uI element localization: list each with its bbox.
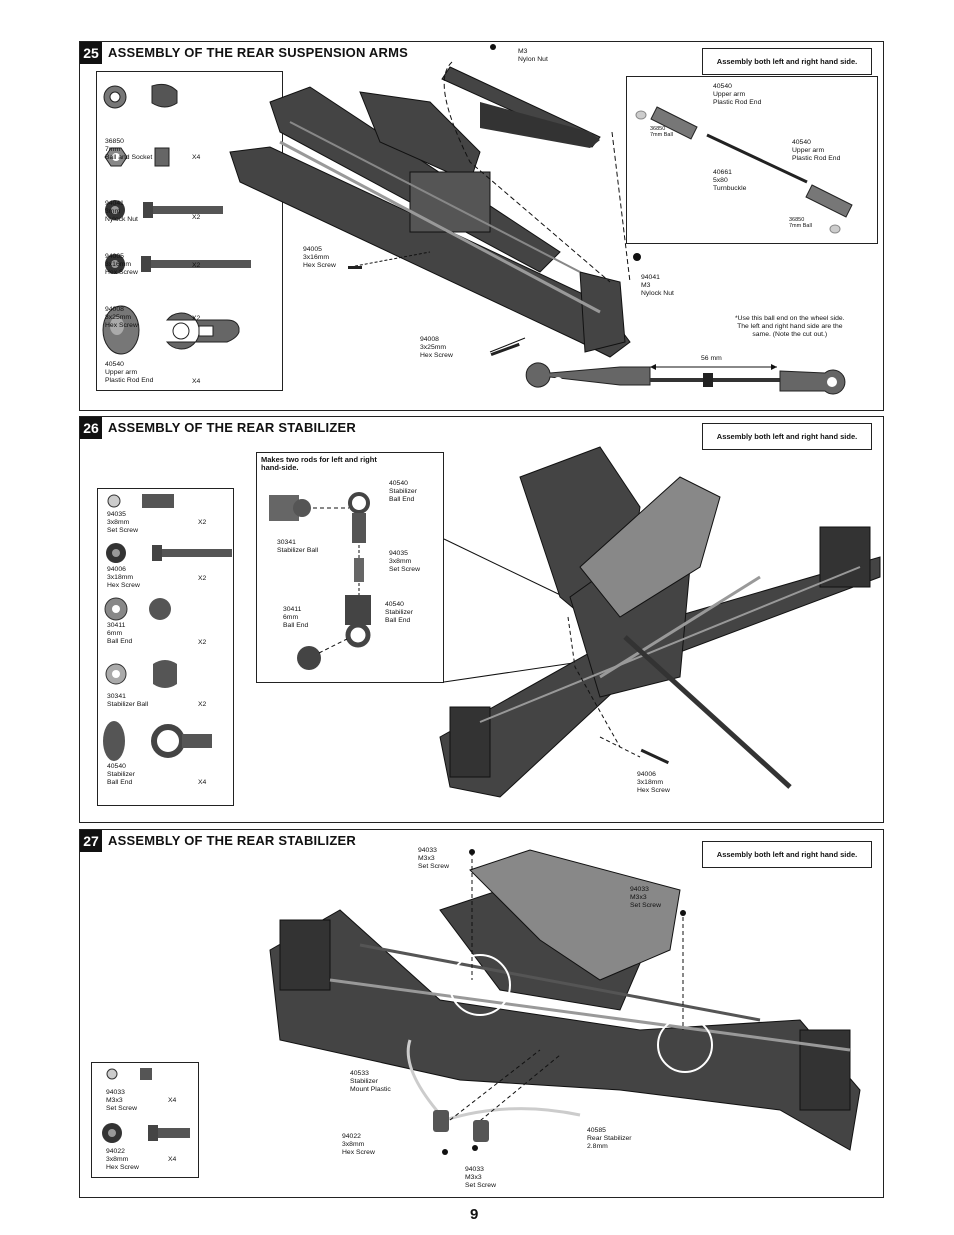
callout-stabilizer-ball: 30341 Stabilizer Ball (277, 539, 319, 554)
part-label: 30341 Stabilizer Ball (107, 693, 149, 708)
part-qty: X2 (198, 639, 207, 646)
part-label: 94022 3x8mm Hex Screw (106, 1148, 139, 1171)
step-number: 25 (80, 42, 102, 64)
parts-list: 36850 7mm Ball and Socket X4 94041 3mm N… (96, 71, 283, 391)
hex-screw-25-icon (105, 254, 251, 274)
parts-list: 94033 M3x3 Set Screw X4 94022 3x8mm Hex … (91, 1062, 199, 1178)
rear-arm-assembly-drawing (229, 44, 846, 395)
step-27-panel: 27 ASSEMBLY OF THE REAR STABILIZER Assem… (79, 829, 884, 1198)
step-26-panel: 26 ASSEMBLY OF THE REAR STABILIZER Assem… (79, 416, 884, 823)
stabilizer-mount-drawing (269, 849, 861, 1155)
stabilizer-mount-icon (433, 1110, 489, 1142)
part-label: 94005 3x16mm Hex Screw (105, 253, 138, 276)
step-number: 26 (80, 417, 102, 439)
callout-set-screw-right: 94033 M3x3 Set Screw (630, 886, 661, 909)
hex-screw-icon (640, 748, 670, 765)
hex-screw-icon (490, 342, 520, 357)
upper-arm-rod-end-icon (102, 305, 240, 355)
step-number: 27 (80, 830, 102, 852)
hex-screw-icon (348, 266, 362, 269)
assembly-note: Assembly both left and right hand side. (702, 423, 872, 450)
part-qty: X4 (192, 378, 201, 385)
callout-nylock: 94041 M3 Nylock Nut (641, 274, 674, 297)
ball-socket-icon (103, 83, 178, 109)
hex-screw-16-icon (105, 200, 223, 220)
assembly-note: Assembly both left and right hand side. (702, 841, 872, 868)
upper-link-rod (441, 66, 601, 148)
callout-set-screw-top: 94033 M3x3 Set Screw (418, 847, 449, 870)
part-qty: X4 (168, 1156, 177, 1163)
rod-end-right-icon (779, 369, 846, 395)
step-25-panel: 25 ASSEMBLY OF THE REAR SUSPENSION ARMS … (79, 41, 884, 411)
part-qty: X4 (198, 779, 207, 786)
part-qty: X2 (192, 315, 201, 322)
callout-set-screw: 94035 3x8mm Set Screw (389, 550, 420, 573)
callout-upper-arm: 40540 Upper arm Plastic Rod End (792, 139, 841, 162)
step-title: ASSEMBLY OF THE REAR STABILIZER (108, 420, 356, 435)
callout-mount-plastic: 40533 Stabilizer Mount Plastic (350, 1070, 391, 1093)
callout-turnbuckle: 40661 5x80 Turnbuckle (713, 169, 747, 192)
callout-upper-arm: 40540 Upper arm Plastic Rod End (713, 83, 762, 106)
callout-stabilizer-ball-end: 40540 Stabilizer Ball End (389, 480, 417, 503)
part-label: 94035 3x8mm Set Screw (107, 511, 138, 534)
part-qty: X2 (192, 262, 201, 269)
assembly-note: Assembly both left and right hand side. (702, 48, 872, 75)
parts-list: 94035 3x8mm Set Screw X2 94006 3x18mm He… (97, 488, 234, 806)
rod-end-left-icon (525, 362, 651, 388)
part-label: 40540 Upper arm Plastic Rod End (105, 361, 154, 384)
part-label: 40540 Stabilizer Ball End (107, 763, 135, 786)
callout-ball: 36850 7mm Ball (650, 126, 673, 138)
turnbuckle-detail (626, 76, 878, 244)
part-label: 94033 M3x3 Set Screw (106, 1089, 137, 1112)
step-title: ASSEMBLY OF THE REAR STABILIZER (108, 833, 356, 848)
part-qty: X4 (192, 154, 201, 161)
part-qty: X4 (168, 1097, 177, 1104)
part-label: 36850 7mm Ball and Socket (105, 138, 153, 161)
callout-hex-8: 94022 3x8mm Hex Screw (342, 1133, 375, 1156)
nylock-nut-icon (104, 147, 170, 167)
step-title: ASSEMBLY OF THE REAR SUSPENSION ARMS (108, 45, 408, 60)
wheel-side-note: *Use this ball end on the wheel side. Th… (735, 315, 845, 338)
callout-m3-nut: M3 Nylon Nut (518, 48, 548, 63)
part-label: 94041 3mm Nylock Nut (105, 200, 138, 223)
detail-title: Makes two rods for left and right hand-s… (261, 455, 377, 472)
part-label: 94008 3x25mm Hex Screw (105, 306, 138, 329)
part-qty: X2 (192, 214, 201, 221)
parts-illustrations (102, 83, 251, 355)
length-label: 56 mm (701, 355, 722, 362)
callout-ball-end: 30411 6mm Ball End (283, 606, 309, 629)
rear-stabilizer-drawing (439, 446, 881, 798)
rod-detail-drawing (269, 492, 371, 670)
parts-illustrations (103, 494, 232, 761)
callout-stabilizer-ball-end: 40540 Stabilizer Ball End (385, 601, 413, 624)
callout-rear-stabilizer: 40585 Rear Stabilizer 2.8mm (587, 1127, 632, 1150)
callout-hex-18: 94006 3x18mm Hex Screw (637, 771, 670, 794)
callout-ball: 36850 7mm Ball (789, 217, 812, 229)
rod-detail-box: Makes two rods for left and right hand-s… (256, 452, 444, 683)
part-qty: X2 (198, 519, 207, 526)
callout-hex-16: 94005 3x16mm Hex Screw (303, 246, 336, 269)
parts-illustrations (102, 1068, 190, 1143)
callout-hex-25: 94008 3x25mm Hex Screw (420, 336, 453, 359)
page-number: 9 (470, 1206, 479, 1223)
turnbuckle-drawing (635, 106, 853, 234)
callout-set-screw-bottom: 94033 M3x3 Set Screw (465, 1166, 496, 1189)
part-qty: X2 (198, 575, 207, 582)
part-label: 30411 6mm Ball End (107, 622, 133, 645)
part-label: 94006 3x18mm Hex Screw (107, 566, 140, 589)
part-qty: X2 (198, 701, 207, 708)
